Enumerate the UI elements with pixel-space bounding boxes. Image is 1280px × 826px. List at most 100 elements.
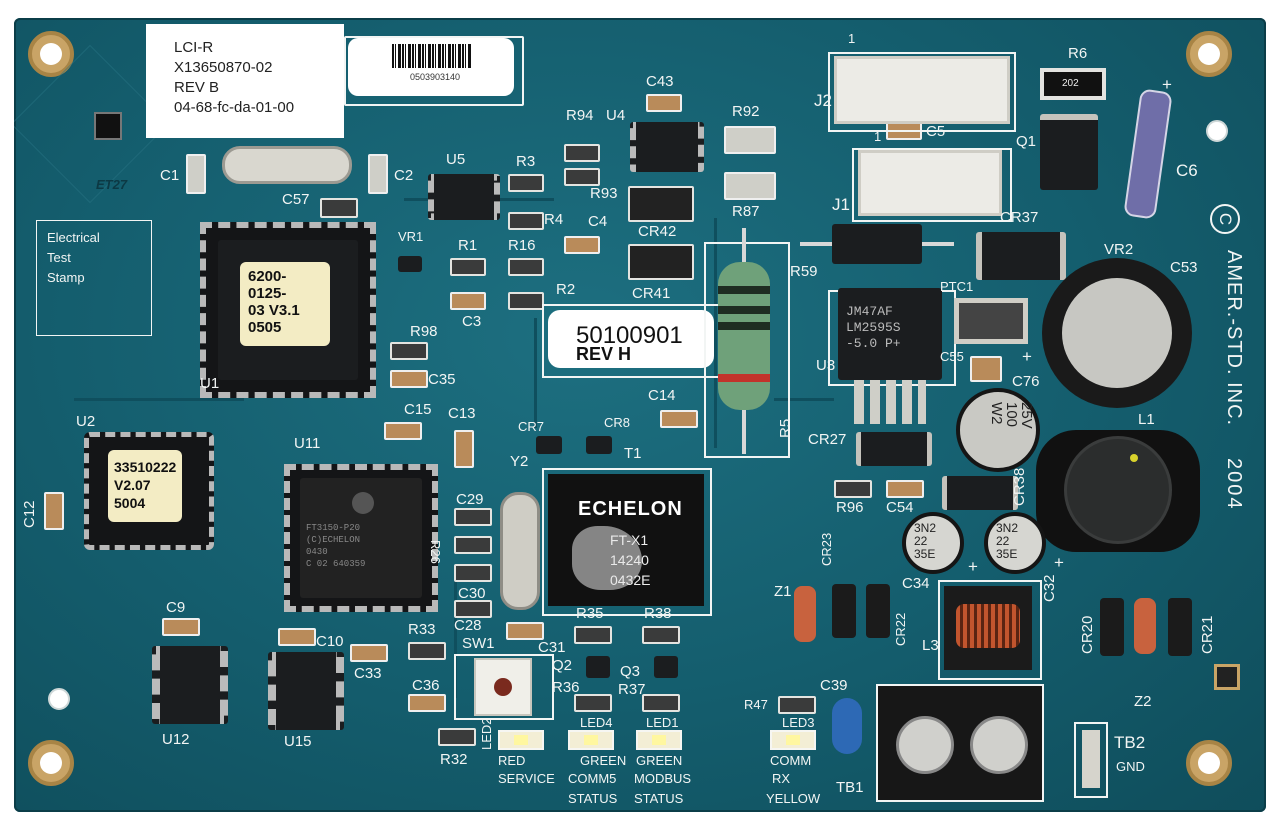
- label-u11: U11: [294, 435, 321, 452]
- diode-cr37: [976, 232, 1066, 280]
- label-r87: R87: [732, 203, 760, 220]
- service-button[interactable]: [494, 678, 512, 696]
- label-ptc1: PTC1: [940, 279, 974, 294]
- label-r38: R38: [644, 605, 672, 622]
- switch-sw1[interactable]: [474, 658, 532, 716]
- terminal-tb2: [1074, 722, 1108, 798]
- trace: [454, 578, 457, 698]
- resistor-r2: [508, 292, 544, 310]
- label-led1: LED1: [646, 715, 679, 730]
- zener-z2: [1134, 598, 1156, 654]
- u3-line-3: -5.0 P+: [846, 336, 901, 351]
- label-r26: R26: [428, 540, 443, 564]
- glue-patch: [572, 526, 642, 590]
- resistor-r6: 202: [1040, 68, 1106, 100]
- resistor-r38: [642, 626, 680, 644]
- stamp-line-3: Stamp: [47, 270, 85, 285]
- c34-line-3: 35E: [914, 547, 936, 561]
- u11-line-1: FT3150-P20: [306, 523, 361, 533]
- echelon-brand: ECHELON: [578, 498, 683, 520]
- zener-z1: [794, 586, 816, 642]
- product-label: LCI-R X13650870-02 REV B 04-68-fc-da-01-…: [146, 24, 344, 138]
- led-led4: [568, 730, 614, 750]
- terminal-block-tb1: [876, 684, 1044, 802]
- u11-line-2: (C)ECHELON: [306, 535, 361, 545]
- label-c29: C29: [456, 491, 484, 508]
- small-hole: [48, 688, 70, 710]
- label-led4: LED4: [580, 715, 613, 730]
- capacitor-c33: [350, 644, 388, 662]
- label-vr1: VR1: [398, 229, 424, 244]
- label-u4: U4: [606, 107, 626, 124]
- label-r92: R92: [732, 103, 760, 120]
- led-label-comm5-1: GREEN: [580, 753, 627, 768]
- led-label-red-service-1: RED: [498, 753, 526, 768]
- label-r4: R4: [544, 211, 564, 228]
- label-c35: C35: [428, 371, 456, 388]
- echelon-module-t1: ECHELON FT-X1 14240 0432E: [548, 474, 704, 606]
- connector-j2: [834, 56, 1010, 124]
- label-z2: Z2: [1134, 693, 1152, 710]
- capacitor-c14: [660, 410, 698, 428]
- label-cr8: CR8: [604, 415, 631, 430]
- u3-pins: [854, 380, 926, 424]
- label-c12: C12: [21, 500, 38, 528]
- label-c55: C55: [940, 349, 964, 364]
- label-line-2: X13650870-02: [174, 59, 273, 76]
- crystal-top: [222, 146, 352, 184]
- u3-line-1: JM47AF: [846, 304, 893, 319]
- label-q1: Q1: [1016, 133, 1037, 150]
- label-gnd: GND: [1116, 759, 1145, 774]
- label-c9: C9: [166, 599, 186, 616]
- resistor-r92: [724, 126, 776, 154]
- label-c57: C57: [282, 191, 310, 208]
- u3-line-2: LM2595S: [846, 320, 901, 335]
- label-r33: R33: [408, 621, 436, 638]
- capacitor-c1: [186, 154, 206, 194]
- barcode-sticker: 0503903140: [348, 38, 514, 96]
- label-c6: C6: [1176, 161, 1198, 180]
- label-r6: R6: [1068, 45, 1088, 62]
- mounting-hole-top-left: [28, 31, 74, 77]
- label-u3: U3: [816, 357, 836, 374]
- label-c76: C76: [1012, 373, 1040, 390]
- resistor-r3: [508, 174, 544, 192]
- plus-sign: +: [968, 557, 978, 576]
- connector-j2-frame: [828, 52, 1016, 132]
- regulator-u3: JM47AF LM2595S -5.0 P+: [838, 288, 942, 380]
- diode-cr23: [832, 584, 856, 638]
- label-r5: R5: [777, 418, 794, 438]
- label-r37: R37: [618, 681, 646, 698]
- label-c32: C32: [1041, 574, 1058, 602]
- resistor-r35: [574, 626, 612, 644]
- label-cr20: CR20: [1079, 615, 1096, 654]
- c34-line-1: 3N2: [914, 521, 937, 535]
- rev-line-1: 50100901: [576, 322, 683, 349]
- resistor-r87: [724, 172, 776, 200]
- rev-sticker: 50100901 REV H: [548, 310, 714, 368]
- label-q2: Q2: [552, 657, 573, 674]
- copyright-icon: C: [1210, 204, 1240, 234]
- u1-sticker: 6200- 0125- 03 V3.1 0505: [240, 262, 330, 346]
- ic-u4: [630, 122, 704, 172]
- resistor-r47: [778, 696, 816, 714]
- stamp-line-2: Test: [47, 250, 71, 265]
- resistor-r5-frame: [704, 242, 790, 458]
- capacitor-c43: [646, 94, 682, 112]
- label-r59: R59: [790, 263, 818, 280]
- u2-line-1: 33510222: [114, 459, 177, 475]
- led-label-comm-rx-2: RX: [772, 771, 791, 786]
- barcode-frame: [344, 36, 524, 106]
- label-cr41: CR41: [632, 285, 671, 302]
- c32-line-3: 35E: [996, 547, 1018, 561]
- label-l3: L3: [922, 637, 939, 654]
- inductor-l3: [944, 586, 1032, 670]
- label-r47: R47: [744, 697, 768, 712]
- resistor-r98: [390, 342, 428, 360]
- label-cr21: CR21: [1199, 615, 1216, 654]
- et27-label: ET27: [96, 177, 128, 192]
- led-label-comm5-3: STATUS: [568, 791, 618, 806]
- plus-sign: +: [1054, 553, 1064, 572]
- label-u1: U1: [200, 375, 220, 392]
- capacitor-c15: [384, 422, 422, 440]
